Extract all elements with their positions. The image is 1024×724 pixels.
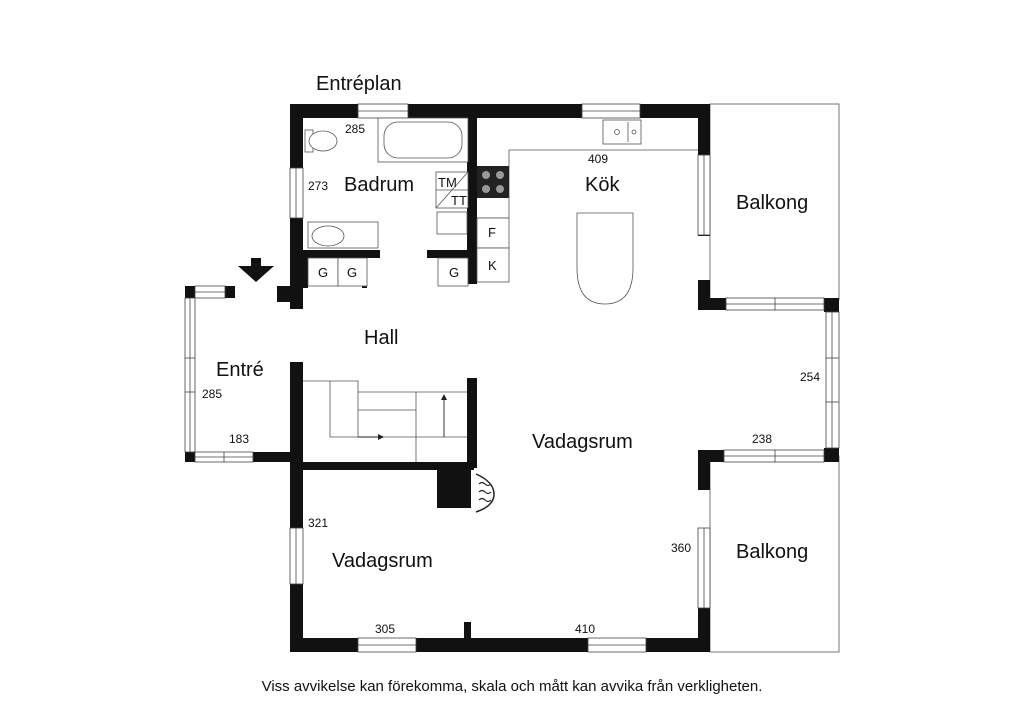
dim-entre-side: 285 — [202, 387, 222, 401]
dim-bedroom-side: 321 — [308, 516, 328, 530]
room-label-hall: Hall — [364, 327, 398, 349]
freezer-label: K — [488, 258, 497, 273]
washbasin — [307, 221, 379, 249]
room-label-vadagsrum-main: Vadagsrum — [532, 431, 633, 453]
staircase — [303, 380, 467, 462]
room-label-balkong-bottom: Balkong — [736, 541, 808, 563]
dim-bath-top: 285 — [345, 122, 365, 136]
kitchen-sink-icon — [602, 119, 642, 145]
tm-label: TM — [438, 175, 457, 190]
wardrobe-3-label: G — [449, 265, 459, 280]
bath-cabinet — [436, 211, 468, 235]
dim-east-wall: 254 — [800, 370, 820, 384]
room-label-balkong-top: Balkong — [736, 192, 808, 214]
bathtub — [377, 117, 469, 163]
entrance-arrow-icon — [238, 258, 274, 282]
room-label-vadagsrum-small: Vadagsrum — [332, 550, 433, 572]
tt-label: TT — [451, 193, 467, 208]
dim-entre-bottom: 183 — [229, 432, 249, 446]
toilet — [304, 129, 338, 153]
room-label-kok: Kök — [585, 174, 620, 196]
fireplace-icon — [475, 473, 495, 513]
stove-icon — [477, 166, 509, 198]
windows — [184, 103, 840, 653]
washer-dryer: TM TT — [435, 171, 469, 209]
dim-bottom-right: 410 — [575, 622, 595, 636]
dim-bottom-left: 305 — [375, 622, 395, 636]
wardrobe-1-label: G — [318, 265, 328, 280]
freezer — [476, 247, 510, 283]
wardrobe-3 — [437, 257, 469, 287]
fridge — [476, 217, 510, 249]
dim-balcony-side: 360 — [671, 541, 691, 555]
room-label-badrum: Badrum — [344, 174, 414, 196]
wardrobe-2 — [337, 257, 368, 287]
room-label-entre: Entré — [216, 359, 264, 381]
fridge-label: F — [488, 225, 496, 240]
plan-title: Entréplan — [316, 73, 402, 95]
dim-kitchen: 409 — [588, 152, 608, 166]
dim-east-bottom: 238 — [752, 432, 772, 446]
fridge-freezer: F K — [476, 217, 510, 283]
wardrobes: G G G — [307, 257, 469, 287]
disclaimer: Viss avvikelse kan förekomma, skala och … — [262, 678, 763, 695]
walls — [185, 104, 839, 652]
wardrobe-1 — [307, 257, 339, 287]
wardrobe-2-label: G — [347, 265, 357, 280]
dim-bath-side: 273 — [308, 179, 328, 193]
kitchen-counter — [477, 119, 698, 219]
kitchen-island — [576, 212, 634, 305]
